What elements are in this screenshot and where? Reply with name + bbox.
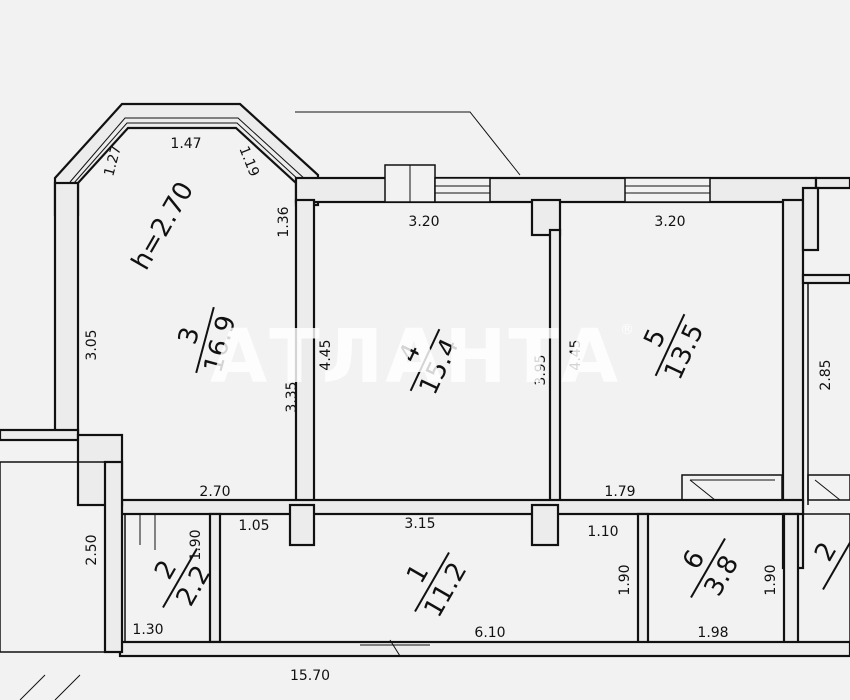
room-6: 63.8 — [677, 538, 745, 601]
dim-r5-top: 3.20 — [654, 214, 685, 230]
dim-hall-bottom: 6.10 — [474, 625, 505, 641]
dim-r4-left: 4.45 — [318, 339, 334, 370]
dim-r3-bottom: 2.70 — [199, 484, 230, 500]
wall-left-room-right — [103, 460, 124, 654]
left-room-box — [0, 461, 106, 653]
dim-right-edge: 2.85 — [818, 359, 834, 390]
wall-right-outer — [801, 273, 850, 285]
room-6-box — [647, 513, 785, 643]
dim-r3-left: 3.05 — [84, 329, 100, 360]
dim-r4-top: 3.20 — [408, 214, 439, 230]
dim-hall-right: 1.90 — [617, 564, 633, 595]
roof-outline — [295, 111, 521, 176]
wall-bottom — [118, 640, 850, 658]
dim-r2-top: 1.90 — [188, 529, 204, 560]
dim-r5-bottom: 1.79 — [604, 484, 635, 500]
wall-corridor-top — [118, 498, 805, 516]
watermark: АТЛАНТА — [210, 314, 620, 400]
dim-bay-left: 1.27 — [101, 144, 125, 178]
dim-bay-top: 1.47 — [170, 136, 201, 152]
dim-r6-right: 1.90 — [763, 564, 779, 595]
room-2-right: 2 — [809, 530, 850, 590]
wall-top-right — [814, 176, 850, 190]
window-top-2 — [624, 177, 711, 203]
window-top-1 — [384, 164, 491, 203]
room-1: 111.2 — [401, 552, 473, 623]
room-5: 513.5 — [638, 313, 710, 384]
wall-left-r3 — [53, 181, 80, 435]
dim-r6-bottom: 1.98 — [697, 625, 728, 641]
wall-right-stub — [801, 186, 820, 252]
dim-left-room: 2.50 — [84, 534, 100, 565]
wall-hall-right — [636, 512, 650, 646]
dim-r2-bottom: 1.30 — [132, 622, 163, 638]
room-number: 5 — [638, 324, 672, 352]
watermark-mark: ® — [620, 322, 634, 338]
dim-hall-top-right: 1.10 — [587, 524, 618, 540]
entry-door — [360, 639, 430, 657]
dim-total-bottom: 15.70 — [290, 668, 330, 684]
dim-hall-top: 3.15 — [404, 516, 435, 532]
ceiling-height: h=2.70 — [126, 177, 200, 275]
vent-2 — [807, 474, 850, 501]
dim-hall-top-left: 1.05 — [238, 518, 269, 534]
pillar-2 — [530, 503, 560, 547]
dim-r5-left: 4.45 — [568, 339, 584, 370]
wall-r6-right — [782, 512, 800, 646]
room-number: 3 — [173, 324, 206, 348]
pillar-1 — [288, 503, 316, 547]
dim-r3-right-upper: 1.36 — [276, 206, 292, 237]
room-2-box — [124, 513, 211, 643]
dim-r4-right: 3.95 — [533, 354, 549, 385]
room-right-box — [797, 513, 850, 643]
dim-r3-right-lower: 3.35 — [284, 381, 300, 412]
stair-mark — [19, 674, 46, 700]
vent-1 — [681, 474, 783, 501]
wall-top — [294, 176, 818, 204]
wall-left-lower — [0, 428, 80, 442]
